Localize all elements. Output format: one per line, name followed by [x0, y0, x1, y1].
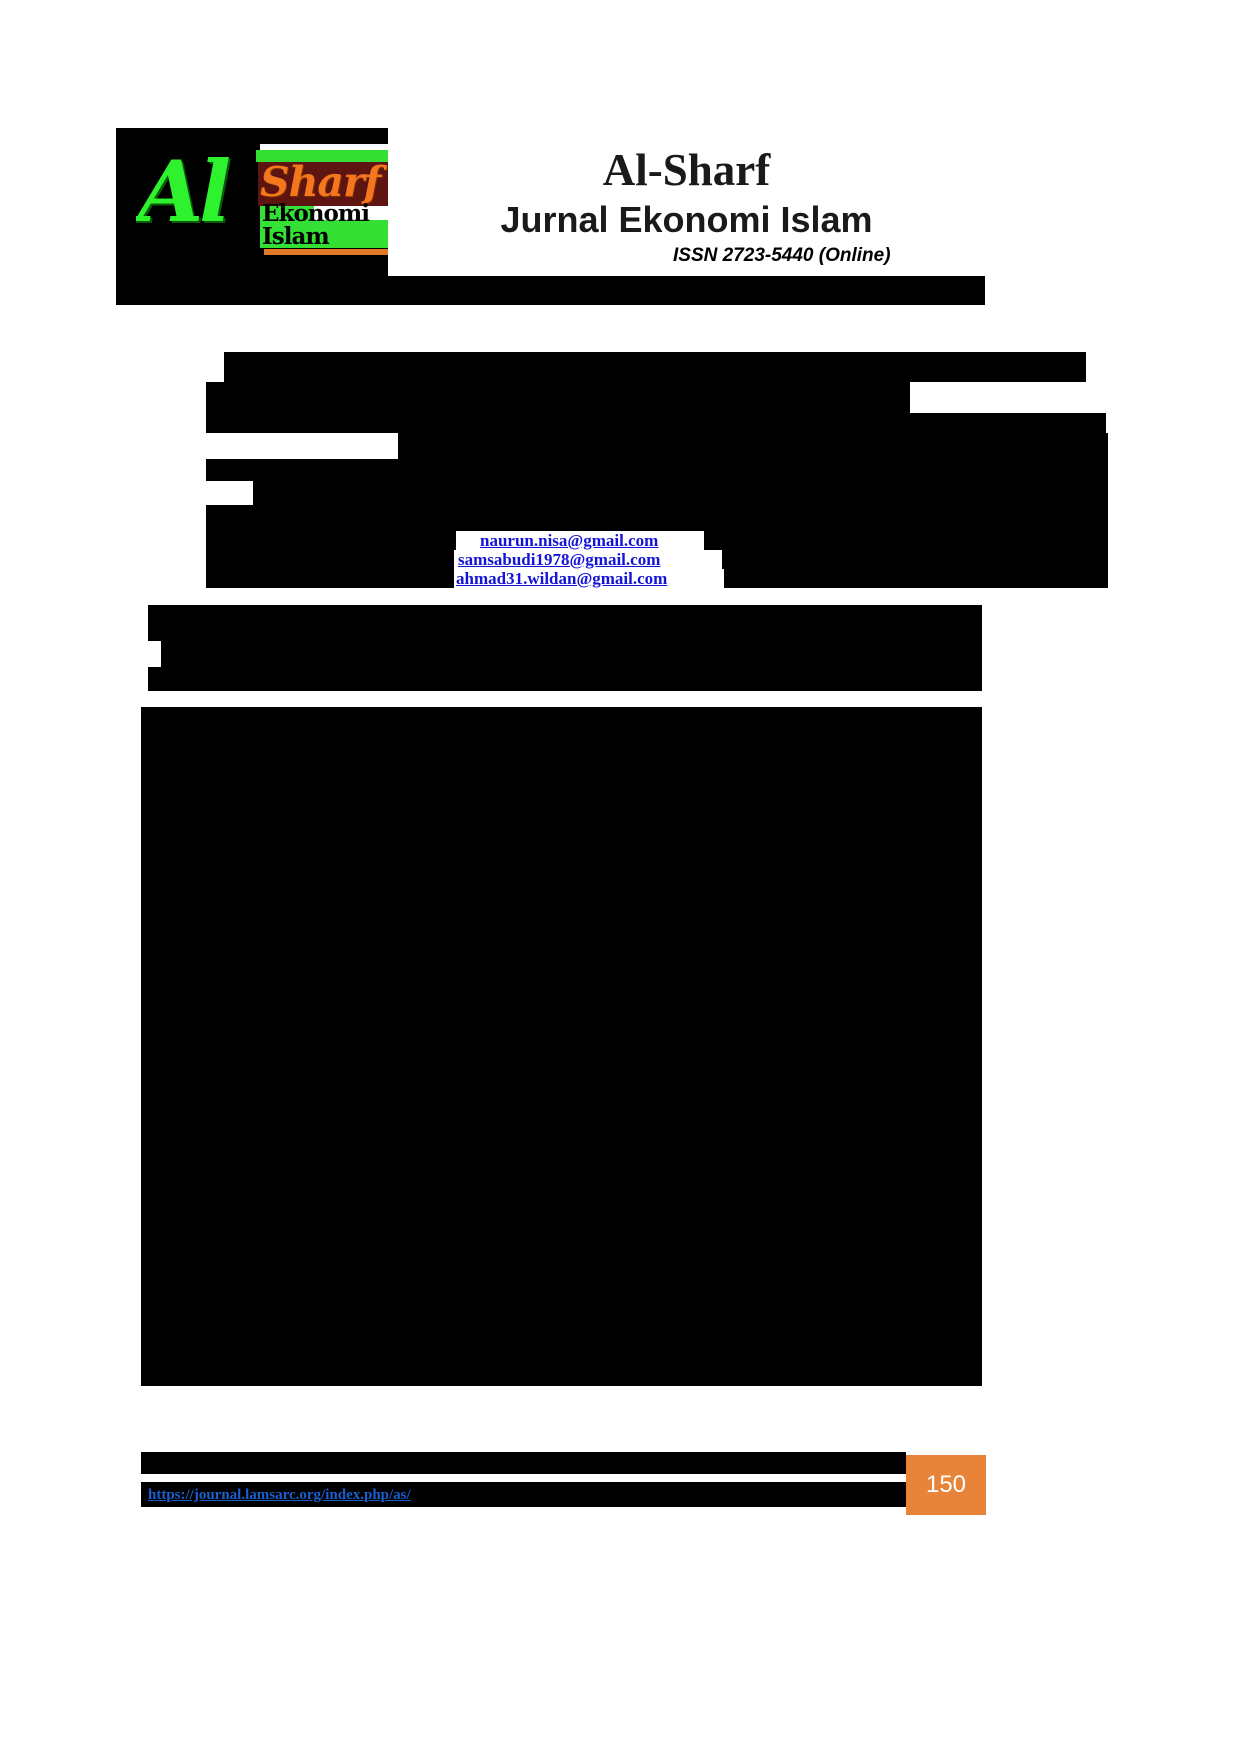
author-email-row-redaction	[722, 550, 1108, 569]
article-title-redaction	[398, 433, 1108, 459]
journal-masthead: Al Sharf Ekonomi Islam Al-Sharf Jurnal E…	[116, 128, 985, 305]
logo-darkred-panel	[258, 162, 398, 206]
abstract-block-redaction	[148, 605, 982, 691]
logo-islam-text: Islam	[262, 223, 330, 250]
logo-white-strip	[314, 206, 398, 220]
article-body-redaction	[141, 707, 982, 1386]
author-email-row-redaction	[724, 569, 1108, 588]
logo-al-text: Al	[138, 144, 231, 241]
journal-title: Al-Sharf	[602, 145, 771, 195]
article-title-redaction	[206, 459, 1108, 481]
logo-orange-rule	[264, 249, 396, 255]
footer-journal-url-link[interactable]: https://journal.lamsarc.org/index.php/as…	[148, 1487, 411, 1503]
logo-white-notch	[260, 144, 398, 151]
author-email-row-redaction	[206, 550, 454, 569]
page-number-badge: 150	[906, 1455, 986, 1515]
footer-bottom-redaction	[141, 1482, 906, 1507]
journal-logo: Al Sharf Ekonomi Islam	[136, 144, 398, 259]
footer-top-redaction	[141, 1452, 906, 1474]
issn-label: ISSN 2723-5440 (Online)	[668, 242, 895, 271]
abstract-gap	[148, 641, 161, 667]
article-author-redaction	[206, 505, 1108, 531]
article-title-redaction	[206, 382, 910, 413]
logo-ekonomi-text: Ekonomi	[262, 200, 370, 227]
logo-green-bar	[256, 150, 398, 162]
logo-sharf-text: Sharf	[260, 158, 381, 206]
author-email-row-redaction	[704, 531, 1108, 550]
author-email-link-2[interactable]: samsabudi1978@gmail.com	[458, 550, 661, 569]
author-email-row-redaction	[206, 531, 456, 550]
journal-subtitle: Jurnal Ekonomi Islam	[500, 199, 873, 240]
author-email-link-3[interactable]: ahmad31.wildan@gmail.com	[456, 569, 668, 588]
article-author-redaction	[253, 481, 1108, 505]
author-email-row-redaction	[206, 569, 454, 588]
article-title-redaction	[206, 413, 1106, 433]
article-title-redaction	[224, 352, 1086, 382]
author-email-link-1[interactable]: naurun.nisa@gmail.com	[480, 531, 659, 550]
